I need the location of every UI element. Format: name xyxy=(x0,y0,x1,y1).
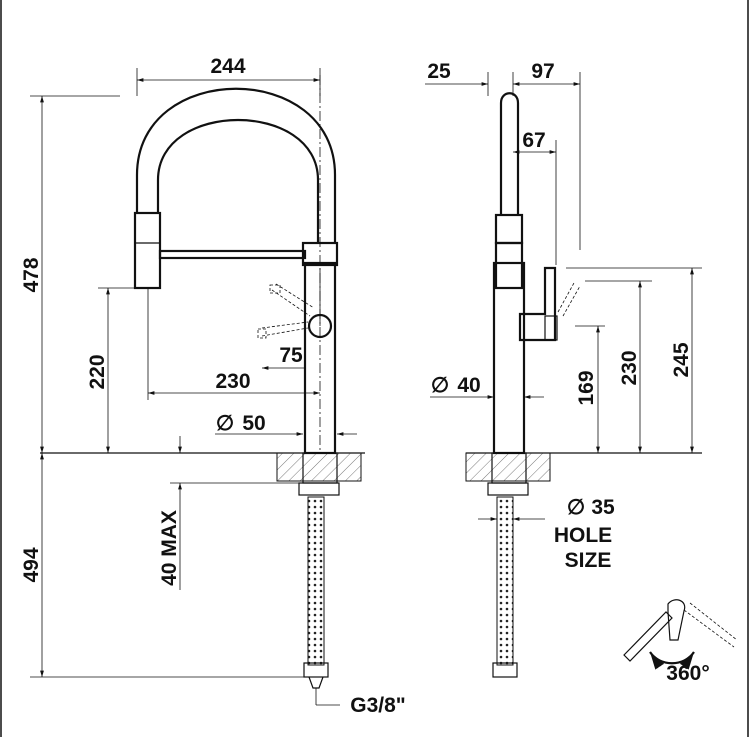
spray-head-side xyxy=(494,213,524,245)
dim-reach-67: 67 xyxy=(522,129,545,152)
lock-nut-front xyxy=(298,482,340,496)
faucet-body-side xyxy=(492,261,526,455)
counter-section-side xyxy=(465,452,551,482)
counter-section-front xyxy=(276,452,362,482)
svg-text:∅: ∅ xyxy=(216,412,234,435)
hose-fitting-side xyxy=(492,662,518,678)
dim-reach-97: 97 xyxy=(531,60,554,83)
hose-tip-front xyxy=(308,676,324,689)
dim-height-230: 230 xyxy=(618,350,641,385)
hole-label-line2: SIZE xyxy=(565,549,612,572)
dim-offset-25: 25 xyxy=(427,60,451,83)
dim-below-494: 494 xyxy=(20,547,43,582)
svg-text:∅: ∅ xyxy=(567,496,585,519)
dim-height-245: 245 xyxy=(670,342,693,377)
connection-g38-label: G3/8" xyxy=(350,694,405,717)
side-view: 25 97 67 ∅ 40 169 230 245 ∅ 35 HOLE xyxy=(425,60,702,678)
hose-fitting-front xyxy=(303,662,329,678)
lever-position-side xyxy=(261,321,309,337)
supply-hose-front xyxy=(307,496,325,666)
dim-height-220: 220 xyxy=(86,354,109,389)
dim-deck-40-max: 40 MAX xyxy=(158,510,181,586)
spout-arc-inner xyxy=(156,118,320,243)
svg-text:50: 50 xyxy=(242,412,265,435)
svg-text:∅: ∅ xyxy=(431,374,449,397)
spout-arc-outer xyxy=(135,87,337,243)
support-bar-front xyxy=(158,249,307,260)
dim-hole-diameter-35: ∅ 35 xyxy=(567,496,615,519)
front-view: 244 478 220 230 75 ∅ 50 40 MAX 494 xyxy=(20,55,406,717)
dim-width-244: 244 xyxy=(210,55,245,78)
rotation-label: 360° xyxy=(666,662,709,685)
dim-height-169: 169 xyxy=(575,370,598,405)
head-dock-side xyxy=(494,241,524,290)
svg-text:35: 35 xyxy=(591,496,615,519)
dim-base-diameter-50: ∅ 50 xyxy=(216,412,266,435)
hole-label-line1: HOLE xyxy=(554,524,612,547)
lock-nut-side xyxy=(487,482,529,496)
supply-hose-side xyxy=(496,496,514,666)
lever-side xyxy=(518,266,557,342)
rotation-360-icon: 360° xyxy=(623,599,738,685)
lever-position-raised xyxy=(557,282,581,317)
dim-body-diameter-40: ∅ 40 xyxy=(431,374,481,397)
dim-offset-75: 75 xyxy=(279,344,303,367)
svg-text:40: 40 xyxy=(457,374,480,397)
dim-height-478: 478 xyxy=(20,257,43,292)
spout-side xyxy=(499,92,520,215)
dim-reach-230: 230 xyxy=(215,370,250,393)
lever-position-open xyxy=(271,283,315,317)
spray-head-front xyxy=(133,211,162,290)
